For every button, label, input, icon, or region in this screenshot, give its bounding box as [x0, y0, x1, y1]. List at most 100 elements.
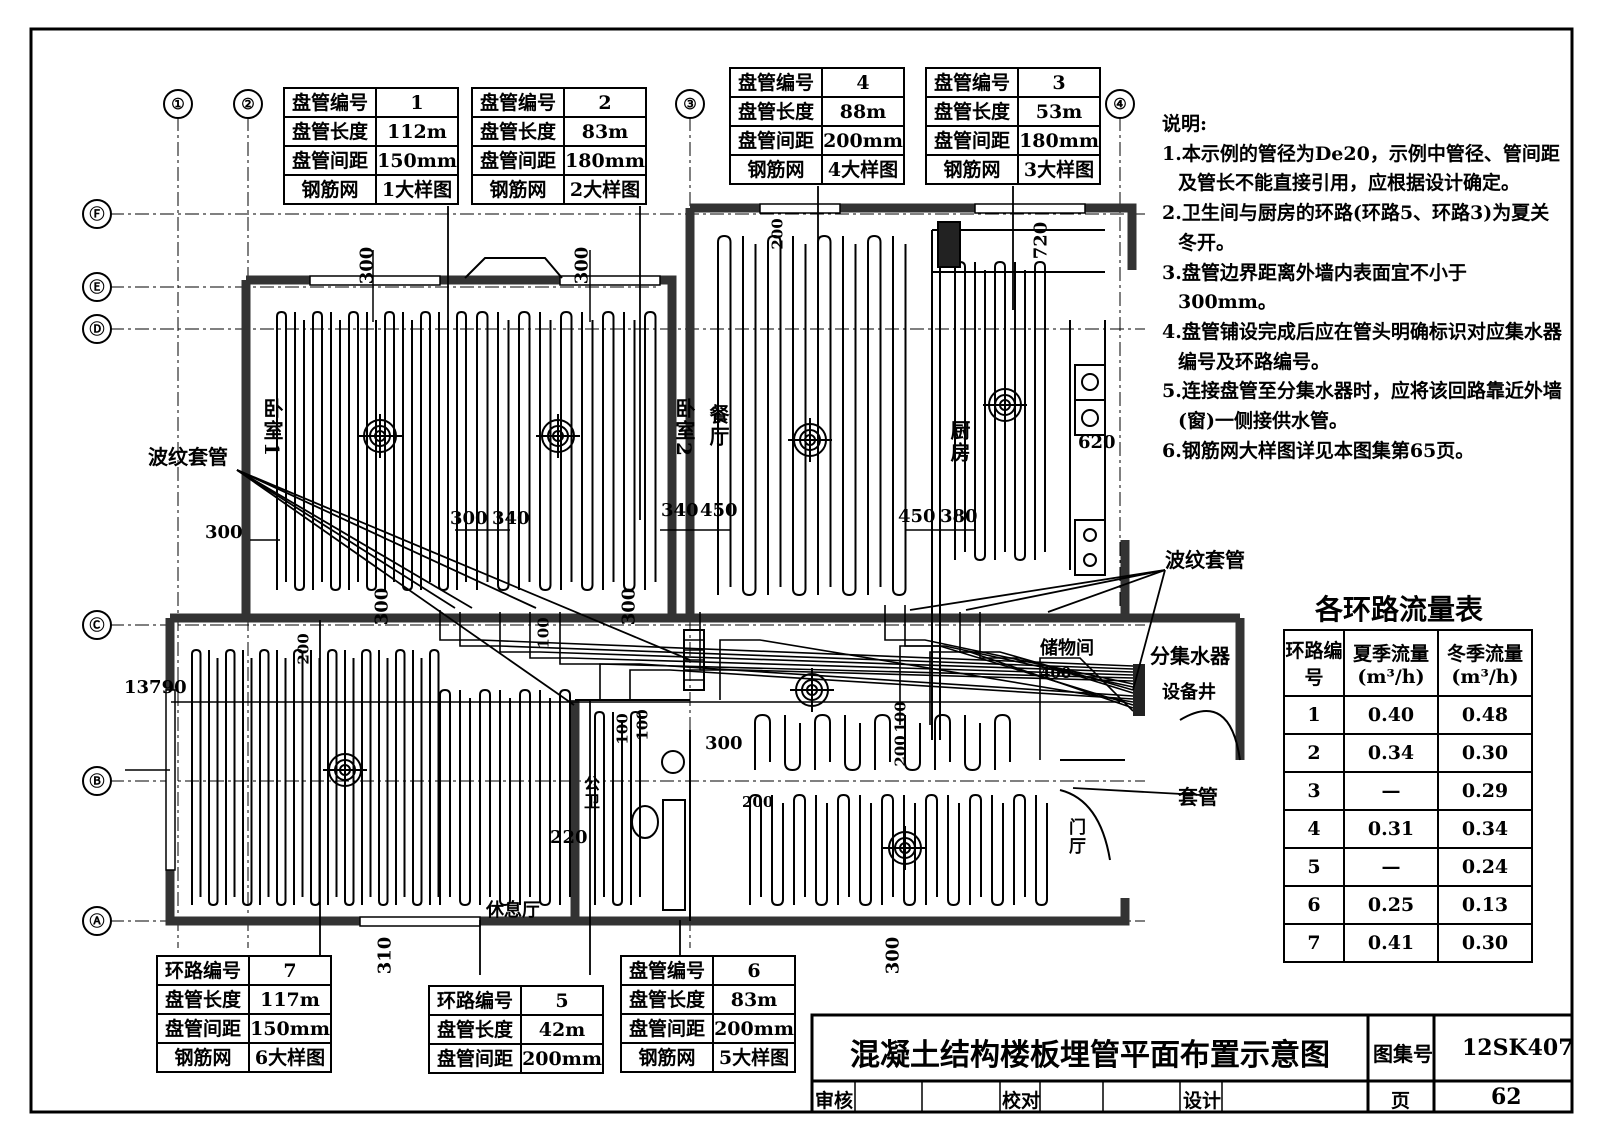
room-temperature-symbol	[536, 414, 580, 458]
wc-fixtures	[631, 750, 686, 911]
supply-pipe	[1039, 657, 1134, 760]
supply-pipe	[599, 663, 1134, 700]
dim-100: 100	[534, 617, 553, 649]
coil-table-key: 钢筋网	[729, 154, 823, 185]
coil-table-key: 盘管编号	[620, 955, 714, 986]
axis-lines	[110, 117, 1145, 948]
coil-table-key: 盘管长度	[428, 1014, 522, 1045]
coil-table-key: 盘管长度	[729, 96, 823, 127]
manifold-box	[1133, 664, 1145, 716]
coil-table-key: 盘管编号	[925, 67, 1019, 98]
coil-table-key: 盘管长度	[925, 96, 1019, 127]
coil-table-value: 150mm	[375, 145, 459, 176]
dim-100: 100	[891, 701, 910, 733]
axis-row-c: Ⓒ	[82, 610, 112, 640]
flow-winter-value: 0.13	[1437, 885, 1533, 925]
coil-loop-7b	[439, 688, 571, 907]
flow-table-row: 3—0.29	[1283, 771, 1533, 811]
flow-winter-value: 0.48	[1437, 695, 1533, 735]
axis-col-4: ④	[1105, 89, 1135, 119]
room-temperature-symbol	[788, 418, 832, 462]
flow-winter-value: 0.30	[1437, 733, 1533, 773]
coil-table-value: 1	[375, 87, 459, 118]
flow-header-winter: 冬季流量(m³/h)	[1437, 629, 1533, 697]
coil-table-key: 盘管间距	[428, 1043, 522, 1074]
room-storage: 储物间	[1040, 638, 1094, 659]
dim-13790: 13790	[124, 677, 187, 698]
axis-row-d: Ⓓ	[82, 314, 112, 344]
coil-loop-2	[476, 310, 657, 592]
axis-row-b: Ⓑ	[82, 766, 112, 796]
dim-220: 220	[550, 827, 588, 848]
coil-table-key: 盘管长度	[620, 984, 714, 1015]
coil-table-value: 7	[248, 955, 332, 986]
flow-header-summer: 夏季流量(m³/h)	[1343, 629, 1439, 697]
flow-summer-value: —	[1343, 771, 1439, 811]
flow-summer-value: 0.25	[1343, 885, 1439, 925]
coil-table-value: 83m	[712, 984, 796, 1015]
coil-loop-4	[717, 234, 907, 597]
flow-summer-value: 0.34	[1343, 733, 1439, 773]
coil-loop-6	[749, 793, 1048, 907]
room-temperature-symbol	[358, 414, 402, 458]
supply-pipe	[979, 612, 1134, 694]
dim-300: 300	[450, 508, 488, 529]
sheet-frame	[29, 27, 1574, 1114]
dim-100: 100	[613, 713, 632, 745]
check-label: 校对	[1002, 1090, 1041, 1112]
coil-table-key: 钢筋网	[156, 1042, 250, 1073]
dim-200: 200	[891, 735, 910, 767]
note-item: 4.盘管铺设完成后应在管头明确标识对应集水器编号及环路编号。	[1162, 320, 1562, 373]
room-temperature-symbol	[790, 668, 834, 712]
flow-winter-value: 0.24	[1437, 847, 1533, 887]
supply-pipe	[629, 669, 1134, 700]
coil-table-value: 4大样图	[821, 154, 905, 185]
coil-table-key: 盘管长度	[471, 116, 565, 147]
dim-300: 300	[618, 587, 640, 626]
room-kitchen: 厨房	[947, 420, 971, 464]
callout-casing: 套管	[1178, 785, 1218, 809]
notes-block: 说明: 1.本示例的管径为De20，示例中管径、管间距及管长不能直接引用，应根据…	[1162, 110, 1562, 466]
room-temperature-symbol	[323, 748, 367, 792]
supply-pipe	[559, 612, 1134, 679]
flow-summer-value: —	[1343, 847, 1439, 887]
note-item: 2.卫生间与厨房的环路(环路5、环路3)为夏关冬开。	[1162, 202, 1550, 254]
dim-620: 620	[1078, 432, 1116, 453]
coil-table-value: 6	[712, 955, 796, 986]
dim-200: 200	[768, 218, 787, 250]
coil-table-value: 42m	[520, 1014, 604, 1045]
coil-table-value: 200mm	[821, 125, 905, 156]
flow-loop-id: 2	[1283, 733, 1345, 773]
coil-table-key: 盘管编号	[283, 87, 377, 118]
callout-sleeve-right: 波纹套管	[1165, 548, 1245, 572]
room-temperature-symbol	[983, 383, 1027, 427]
coil-table-value: 200mm	[520, 1043, 604, 1074]
page-value: 62	[1491, 1084, 1522, 1110]
room-symbols	[323, 383, 1027, 870]
review-label: 审核	[815, 1090, 854, 1112]
supply-pipe	[929, 651, 1134, 725]
coil-table-value: 5	[520, 985, 604, 1016]
room-bedroom2: 卧室2	[672, 398, 696, 458]
leader-lines	[236, 186, 1201, 975]
